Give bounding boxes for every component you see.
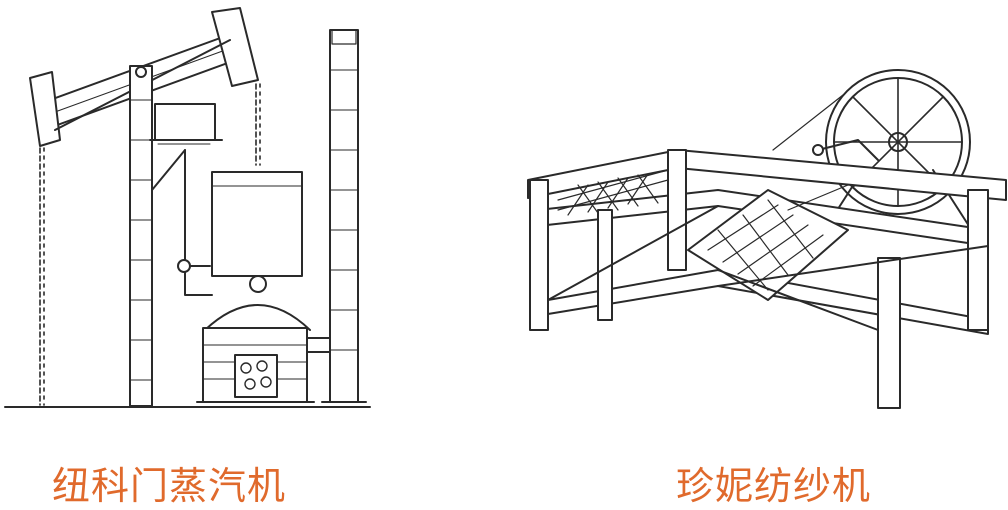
caption-spinning-jenny: 珍妮纺纱机 — [676, 464, 872, 508]
newcomen-steam-engine-icon — [4, 7, 371, 408]
caption-newcomen-engine: 纽科门蒸汽机 — [52, 464, 287, 508]
newcomen-engine-figure — [0, 0, 380, 420]
spinning-jenny-figure — [518, 0, 1008, 420]
spinning-jenny-icon — [527, 69, 1007, 409]
